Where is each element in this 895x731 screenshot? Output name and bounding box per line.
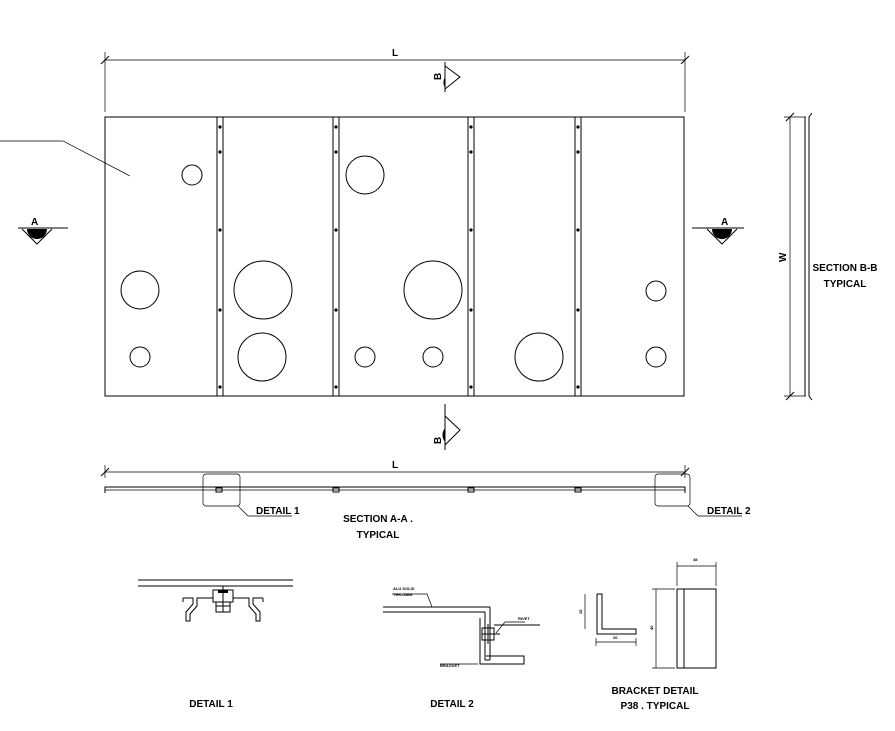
section-a-marker-left: A <box>18 217 68 245</box>
detail2-title: DETAIL 2 <box>430 699 474 710</box>
bracket-leg-horizontal: 20 <box>613 635 618 640</box>
section-aa-title-2: TYPICAL <box>357 530 400 541</box>
width-label: W <box>778 252 789 262</box>
section-b-marker-top: B <box>433 62 461 92</box>
panel-outline <box>104 116 685 397</box>
detail2-callout-box <box>654 473 691 507</box>
bracket-height-dim: 40 <box>649 625 654 630</box>
section-b-marker-bottom: B <box>433 404 461 450</box>
section-a-label-right: A <box>721 217 728 228</box>
fastener-dots <box>218 125 580 389</box>
detail2-leader <box>687 505 742 517</box>
section-b-label-bottom: B <box>433 437 444 444</box>
overall-length-dimension: L <box>100 48 690 112</box>
section-b-label-top: B <box>433 73 444 80</box>
bracket-leg-vertical: 15 <box>578 609 583 614</box>
leader-line <box>0 140 131 177</box>
detail2-callout-label: DETAIL 2 <box>707 506 751 517</box>
detail1-callout-label: DETAIL 1 <box>256 506 300 517</box>
detail2-bracket-note: BRACKET <box>440 663 460 668</box>
bracket-detail-title-1: BRACKET DETAIL <box>611 686 698 697</box>
section-bb-profile <box>804 112 813 401</box>
detail2-material-1: ALU SOLID <box>393 586 415 591</box>
perforation-holes <box>120 155 667 382</box>
detail1-callout-box <box>202 473 241 507</box>
width-dimension: W <box>778 112 806 401</box>
detail2-drawing <box>383 593 540 665</box>
length-label: L <box>392 48 398 59</box>
detail1-drawing <box>138 579 293 622</box>
bracket-detail-title-2: P38 . TYPICAL <box>621 701 690 712</box>
section-a-joints <box>215 487 582 493</box>
bracket-width-dim: 38 <box>693 557 698 562</box>
section-bb-title-1: SECTION B-B <box>813 263 878 274</box>
detail2-material-2: THK=3MM <box>393 592 413 597</box>
section-aa: L <box>100 460 742 517</box>
section-aa-title-1: SECTION A-A . <box>343 514 413 525</box>
section-bb-title-2: TYPICAL <box>824 279 867 290</box>
section-a-label-left: A <box>31 217 38 228</box>
section-a-marker-right: A <box>692 217 744 245</box>
detail2-rivet-note: RIVET <box>518 616 530 621</box>
detail1-title: DETAIL 1 <box>189 699 233 710</box>
section-a-length-label: L <box>392 460 398 471</box>
panel-plan <box>0 116 685 397</box>
panel-joints <box>216 117 582 396</box>
detail1-leader <box>237 505 292 517</box>
bracket-detail-drawing <box>584 562 717 669</box>
